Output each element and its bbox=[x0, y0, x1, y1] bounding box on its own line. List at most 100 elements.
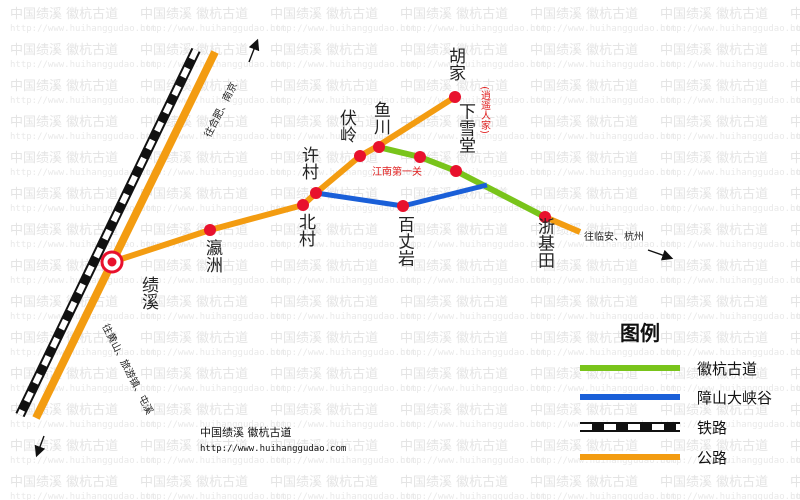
stop-yuchuan bbox=[373, 141, 385, 153]
watermark-url: http://www.huihanggudao.com bbox=[400, 168, 546, 178]
watermark-url: http://www.huihanggudao.com bbox=[140, 240, 286, 250]
legend-label-canyon: 障山大峡谷 bbox=[697, 389, 772, 407]
watermark-url: http://www.huihanggudao.com bbox=[790, 456, 800, 466]
watermark-url: http://www.huihanggudao.com bbox=[140, 204, 286, 214]
watermark-text: 中国绩溪 徽杭古道 bbox=[270, 295, 378, 310]
credit-title: 中国绩溪 徽杭古道 bbox=[200, 425, 292, 439]
watermark-text: 中国绩溪 徽杭古道 bbox=[530, 475, 638, 490]
stop-jixi bbox=[100, 250, 124, 274]
watermark-url: http://www.huihanggudao.com bbox=[660, 60, 800, 70]
watermark-text: 中国绩溪 徽杭古道 bbox=[530, 259, 638, 274]
watermark-url: http://www.huihanggudao.com bbox=[790, 420, 800, 430]
legend-label-highway: 公路 bbox=[697, 449, 727, 467]
label-jixi: 绩溪 bbox=[138, 276, 159, 310]
label-yingzhou: 瀛洲 bbox=[202, 238, 223, 273]
stop-jiangnan-pass bbox=[414, 151, 426, 163]
watermark-url: http://www.huihanggudao.com bbox=[140, 132, 286, 142]
watermark-text: 中国绩溪 徽杭古道 bbox=[140, 187, 248, 202]
watermark-url: http://www.huihanggudao.com bbox=[660, 24, 800, 34]
stop-xucun bbox=[310, 187, 322, 199]
watermark-url: http://www.huihanggudao.com bbox=[140, 456, 286, 466]
watermark-text: 中国绩溪 徽杭古道 bbox=[270, 475, 378, 490]
watermark-url: http://www.huihanggudao.com bbox=[790, 240, 800, 250]
watermark-url: http://www.huihanggudao.com bbox=[790, 96, 800, 106]
watermark-text: 中国绩溪 徽杭古道 bbox=[660, 475, 768, 490]
watermark-url: http://www.huihanggudao.com bbox=[270, 312, 416, 322]
label-baizhangyan: 百丈岩 bbox=[394, 216, 415, 267]
watermark-text: 中国绩溪 徽杭古道 bbox=[400, 79, 508, 94]
watermark-url: http://www.huihanggudao.com bbox=[10, 456, 156, 466]
watermark-url: http://www.huihanggudao.com bbox=[400, 96, 546, 106]
watermark-url: http://www.huihanggudao.com bbox=[660, 384, 800, 394]
legend: 图例 徽杭古道 障山大峡谷 铁路 公路 bbox=[580, 321, 772, 467]
watermark-url: http://www.huihanggudao.com bbox=[660, 240, 800, 250]
watermark-url: http://www.huihanggudao.com bbox=[270, 456, 416, 466]
highway-jixi-xucun bbox=[111, 190, 319, 265]
watermark-url: http://www.huihanggudao.com bbox=[270, 276, 416, 286]
watermark-text: 中国绩溪 徽杭古道 bbox=[660, 43, 768, 58]
watermark-url: http://www.huihanggudao.com bbox=[400, 492, 546, 500]
watermark-text: 中国绩溪 徽杭古道 bbox=[530, 151, 638, 166]
watermark-text: 中国绩溪 徽杭古道 bbox=[790, 367, 800, 382]
watermark-text: 中国绩溪 徽杭古道 bbox=[660, 79, 768, 94]
watermark-url: http://www.huihanggudao.com bbox=[530, 492, 676, 500]
watermark-text: 中国绩溪 徽杭古道 bbox=[10, 187, 118, 202]
watermark-url: http://www.huihanggudao.com bbox=[10, 240, 156, 250]
watermark-text: 中国绩溪 徽杭古道 bbox=[400, 439, 508, 454]
watermark-text: 中国绩溪 徽杭古道 bbox=[660, 331, 768, 346]
watermark-text: 中国绩溪 徽杭古道 bbox=[790, 475, 800, 490]
watermark-url: http://www.huihanggudao.com bbox=[790, 384, 800, 394]
label-xiaxuetang: 下雪堂 bbox=[455, 103, 476, 154]
stop-baizhangyan bbox=[397, 200, 409, 212]
watermark-text: 中国绩溪 徽杭古道 bbox=[10, 475, 118, 490]
watermark-text: 中国绩溪 徽杭古道 bbox=[270, 367, 378, 382]
watermark-url: http://www.huihanggudao.com bbox=[790, 492, 800, 500]
label-xucun: 许村 bbox=[298, 146, 319, 180]
watermark-url: http://www.huihanggudao.com bbox=[660, 420, 800, 430]
watermark-url: http://www.huihanggudao.com bbox=[10, 420, 156, 430]
watermark-url: http://www.huihanggudao.com bbox=[530, 96, 676, 106]
watermark-text: 中国绩溪 徽杭古道 bbox=[10, 115, 118, 130]
watermark-url: http://www.huihanggudao.com bbox=[530, 24, 676, 34]
watermark-url: http://www.huihanggudao.com bbox=[530, 240, 676, 250]
watermark-text: 中国绩溪 徽杭古道 bbox=[790, 223, 800, 238]
watermark-text: 中国绩溪 徽杭古道 bbox=[10, 7, 118, 22]
watermark-text: 中国绩溪 徽杭古道 bbox=[400, 475, 508, 490]
watermark-url: http://www.huihanggudao.com bbox=[530, 312, 676, 322]
huihang-trail-line bbox=[377, 144, 547, 220]
arrow-east bbox=[647, 249, 674, 261]
watermark-url: http://www.huihanggudao.com bbox=[790, 312, 800, 322]
watermark-url: http://www.huihanggudao.com bbox=[400, 348, 546, 358]
watermark-text: 中国绩溪 徽杭古道 bbox=[10, 43, 118, 58]
watermark-url: http://www.huihanggudao.com bbox=[400, 132, 546, 142]
label-hujia: 胡家 bbox=[445, 47, 466, 81]
watermark-text: 中国绩溪 徽杭古道 bbox=[10, 223, 118, 238]
watermark-url: http://www.huihanggudao.com bbox=[270, 384, 416, 394]
watermark-url: http://www.huihanggudao.com bbox=[660, 348, 800, 358]
watermark-text: 中国绩溪 徽杭古道 bbox=[790, 151, 800, 166]
watermark-url: http://www.huihanggudao.com bbox=[660, 132, 800, 142]
watermark-text: 中国绩溪 徽杭古道 bbox=[10, 439, 118, 454]
watermark-text: 中国绩溪 徽杭古道 bbox=[660, 223, 768, 238]
watermark-url: http://www.huihanggudao.com bbox=[530, 384, 676, 394]
watermark-url: http://www.huihanggudao.com bbox=[140, 96, 286, 106]
watermark-text: 中国绩溪 徽杭古道 bbox=[10, 79, 118, 94]
stop-beicun bbox=[297, 199, 309, 211]
watermark-url: http://www.huihanggudao.com bbox=[530, 204, 676, 214]
watermark-text: 中国绩溪 徽杭古道 bbox=[790, 439, 800, 454]
watermark-url: http://www.huihanggudao.com bbox=[140, 276, 286, 286]
watermark-url: http://www.huihanggudao.com bbox=[400, 240, 546, 250]
stops bbox=[100, 91, 551, 274]
watermark-text: 中国绩溪 徽杭古道 bbox=[140, 403, 248, 418]
watermark-text: 中国绩溪 徽杭古道 bbox=[10, 295, 118, 310]
watermark-url: http://www.huihanggudao.com bbox=[10, 348, 156, 358]
watermark-text: 中国绩溪 徽杭古道 bbox=[660, 439, 768, 454]
watermark-text: 中国绩溪 徽杭古道 bbox=[400, 331, 508, 346]
watermark-text: 中国绩溪 徽杭古道 bbox=[660, 367, 768, 382]
watermark-url: http://www.huihanggudao.com bbox=[270, 348, 416, 358]
watermark-text: 中国绩溪 徽杭古道 bbox=[660, 115, 768, 130]
watermark-url: http://www.huihanggudao.com bbox=[400, 204, 546, 214]
watermark-url: http://www.huihanggudao.com bbox=[140, 168, 286, 178]
watermark-text: 中国绩溪 徽杭古道 bbox=[140, 259, 248, 274]
